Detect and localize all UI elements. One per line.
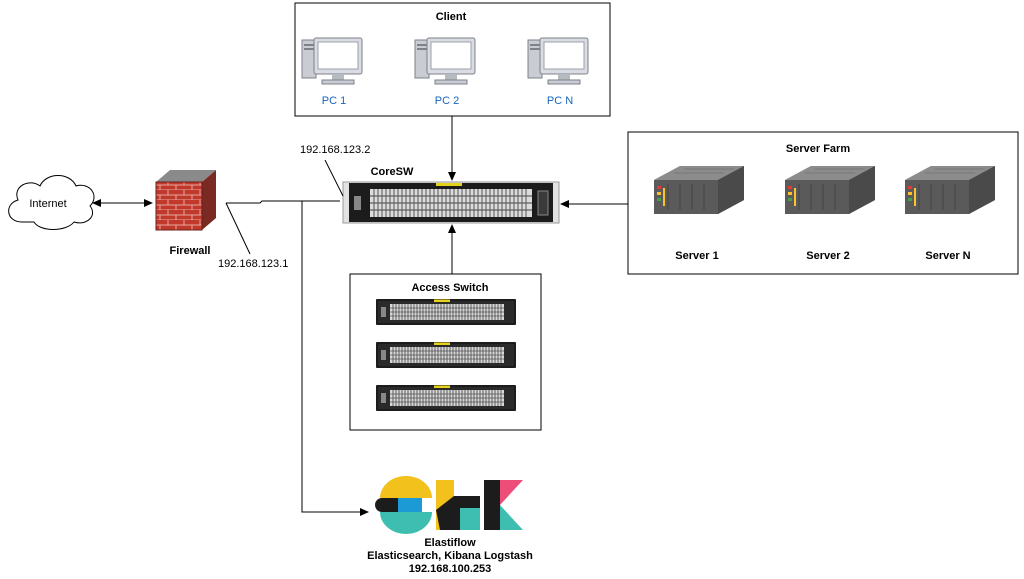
switch-icon bbox=[375, 298, 517, 326]
access-switch-frame bbox=[349, 273, 542, 431]
server-label: Server N bbox=[925, 250, 971, 262]
server-icon bbox=[653, 165, 745, 215]
server-farm-frame bbox=[627, 131, 1019, 275]
client-title: Client bbox=[435, 11, 467, 23]
link-mirror-elk bbox=[301, 201, 369, 516]
elk-logo bbox=[375, 476, 523, 534]
firewall-ip-leader bbox=[225, 202, 251, 255]
link-firewall-core bbox=[226, 200, 340, 204]
server-icon bbox=[904, 165, 996, 215]
pc-label: PC 2 bbox=[434, 95, 460, 107]
server-label: Server 1 bbox=[675, 250, 719, 262]
pc-icon bbox=[414, 37, 476, 85]
pc-label: PC 1 bbox=[321, 95, 347, 107]
pc-icon bbox=[527, 37, 589, 85]
core-ip-leader bbox=[324, 159, 344, 197]
server-label: Server 2 bbox=[806, 250, 850, 262]
core-switch-ip: 192.168.123.2 bbox=[300, 144, 371, 156]
elk-title: Elastiflow bbox=[424, 537, 476, 549]
server-farm-title: Server Farm bbox=[785, 143, 851, 155]
firewall-label: Firewall bbox=[169, 245, 211, 257]
core-switch-icon bbox=[342, 181, 560, 224]
firewall-ip: 192.168.123.1 bbox=[218, 258, 289, 270]
switch-icon bbox=[375, 341, 517, 369]
core-switch-label: CoreSW bbox=[370, 166, 414, 178]
server-icon bbox=[784, 165, 876, 215]
elk-ip: 192.168.100.253 bbox=[408, 563, 492, 575]
access-switch-title: Access Switch bbox=[411, 282, 489, 294]
internet-label: Internet bbox=[29, 198, 67, 210]
pc-label: PC N bbox=[546, 95, 574, 107]
firewall-icon bbox=[155, 170, 216, 231]
pc-icon bbox=[301, 37, 363, 85]
switch-icon bbox=[375, 384, 517, 412]
elk-subtitle: Elasticsearch, Kibana Logstash bbox=[367, 550, 533, 562]
cloud-icon bbox=[8, 175, 95, 230]
